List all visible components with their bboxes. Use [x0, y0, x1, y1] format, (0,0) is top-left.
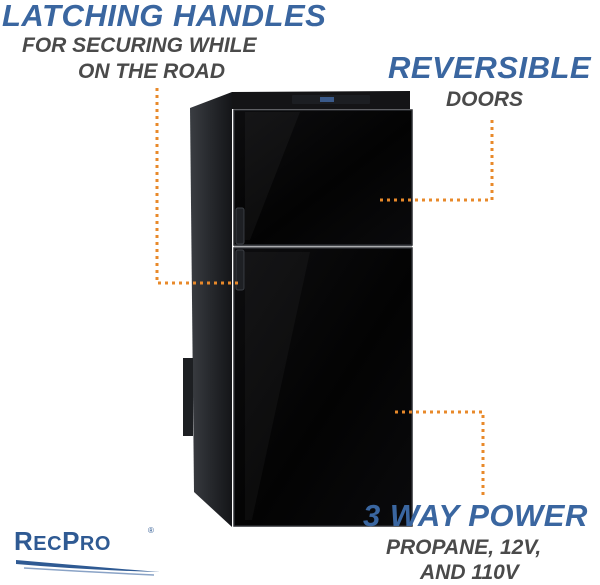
fridge-latch-handle [235, 249, 245, 291]
logo-letters: EC [33, 533, 63, 555]
callout-handles-title: LATCHING HANDLES [2, 0, 327, 33]
control-panel-display [320, 97, 334, 102]
fridge-door [233, 247, 413, 527]
logo-letter: P [62, 526, 80, 556]
callout-power-line2: AND 110V [420, 561, 519, 584]
registered-mark: ® [148, 526, 154, 535]
callout-handles-line2: ON THE ROAD [78, 60, 225, 83]
callout-handles-line1: FOR SECURING WHILE [22, 34, 257, 57]
callout-doors-title: REVERSIBLE [388, 50, 592, 85]
logo-wordmark: RECPRO [14, 526, 111, 557]
door-reflection [245, 112, 300, 240]
freezer-door [233, 109, 413, 246]
logo-letter: R [14, 526, 34, 556]
callout-doors-line1: DOORS [446, 88, 524, 111]
logo-letters: RO [79, 533, 111, 555]
leader-line-power [395, 410, 485, 497]
leader-line-doors [377, 120, 494, 202]
callout-power-line1: PROPANE, 12V, [386, 536, 542, 559]
callout-power-title: 3 WAY POWER [363, 498, 588, 533]
fridge-rear-vent [183, 358, 193, 436]
freezer-latch-handle [235, 207, 245, 245]
fridge-side-panel [190, 92, 232, 527]
recpro-logo: RECPRO ® [14, 526, 164, 578]
logo-swoosh [16, 560, 160, 576]
leader-line-handles [155, 88, 240, 285]
